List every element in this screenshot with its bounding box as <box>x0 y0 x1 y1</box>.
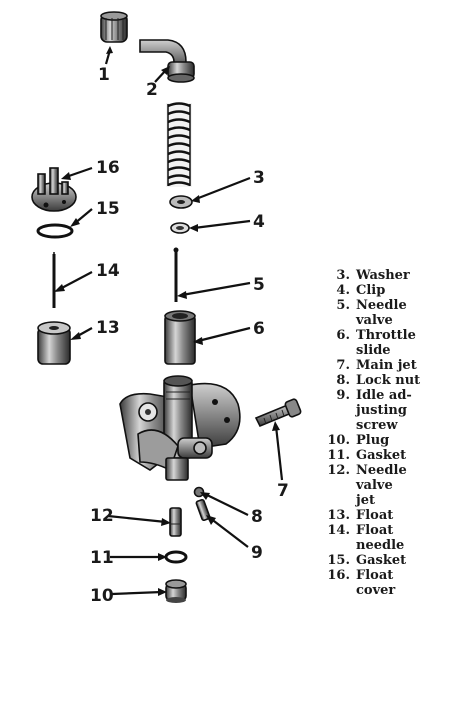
legend-label: Plug <box>356 433 390 448</box>
legend-item: 9. Idle ad- justing screw <box>318 388 456 433</box>
part-10-plug <box>165 579 187 603</box>
callout-2: 2 <box>146 80 158 100</box>
legend-label: Gasket <box>356 553 407 568</box>
legend-number: 8. <box>336 373 350 388</box>
callout-5: 5 <box>253 275 265 295</box>
callout-12: 12 <box>90 506 114 526</box>
legend-label: Clip <box>356 283 386 298</box>
legend-label: Gasket <box>356 448 407 463</box>
legend-item: 13. Float <box>318 508 456 523</box>
legend-item: 5. Needle valve <box>318 298 456 328</box>
leader-lines <box>54 46 284 596</box>
part-4-clip <box>170 222 190 234</box>
legend-item: 3. Washer <box>318 268 456 283</box>
legend-item: 11. Gasket <box>318 448 456 463</box>
callout-16: 16 <box>96 158 120 178</box>
part-6-throttle-slide <box>164 310 196 365</box>
parts-legend: 3. Washer 4. Clip 5. Needle valve 6. Throttl… <box>318 268 456 598</box>
legend-item: 15. Gasket <box>318 553 456 568</box>
legend-label: Float <box>356 508 394 523</box>
legend-label: Washer <box>356 268 410 283</box>
leader-7 <box>274 425 284 481</box>
legend-number: 4. <box>336 283 350 298</box>
leader-16 <box>65 166 93 179</box>
part-16-float-cover <box>31 167 77 212</box>
part-1-cap <box>100 11 128 43</box>
callout-13: 13 <box>96 318 120 338</box>
legend-item: 12. Needle valve jet <box>318 463 456 508</box>
callout-15: 15 <box>96 199 120 219</box>
part-7-main-jet <box>254 398 302 428</box>
part-11-gasket <box>164 550 188 564</box>
callout-6: 6 <box>253 319 265 339</box>
legend-item: 16. Float cover <box>318 568 456 598</box>
legend-number: 5. <box>336 298 350 313</box>
legend-item: 10. Plug <box>318 433 456 448</box>
leader-12 <box>107 514 167 524</box>
legend-label: Needle valve jet <box>356 463 407 508</box>
legend-item: 4. Clip <box>318 283 456 298</box>
callout-9: 9 <box>251 543 263 563</box>
part-13-float <box>37 321 71 365</box>
leader-6 <box>197 326 251 343</box>
spring <box>166 102 192 187</box>
callout-10: 10 <box>90 586 114 606</box>
legend-label: Idle ad- justing screw <box>356 388 412 433</box>
legend-number: 14. <box>327 523 350 538</box>
legend-label: Main jet <box>356 358 417 373</box>
leader-5 <box>181 281 251 297</box>
legend-number: 3. <box>336 268 350 283</box>
legend-item: 6. Throttle slide <box>318 328 456 358</box>
legend-label: Float needle <box>356 523 405 553</box>
part-8-lock-nut <box>193 486 205 498</box>
part-15-gasket <box>36 223 74 239</box>
legend-item: 7. Main jet <box>318 358 456 373</box>
legend-item: 14. Float needle <box>318 523 456 553</box>
legend-label: Lock nut <box>356 373 421 388</box>
part-3-washer <box>169 195 193 209</box>
legend-item: 8. Lock nut <box>318 373 456 388</box>
callout-11: 11 <box>90 548 114 568</box>
callout-7: 7 <box>277 481 289 501</box>
legend-number: 12. <box>327 463 350 478</box>
leader-3 <box>195 176 251 201</box>
callout-labels: 1 2 3 4 5 6 7 8 9 10 11 12 13 14 15 16 <box>90 65 289 606</box>
part-12-needle-valve-jet <box>169 507 182 537</box>
legend-number: 13. <box>327 508 350 523</box>
legend-number: 15. <box>327 553 350 568</box>
leader-8 <box>204 493 249 516</box>
legend-label: Throttle slide <box>356 328 416 358</box>
leader-4 <box>193 219 251 230</box>
leader-14 <box>57 271 93 291</box>
legend-number: 9. <box>336 388 350 403</box>
legend-number: 6. <box>336 328 350 343</box>
leader-9 <box>209 517 249 548</box>
legend-number: 7. <box>336 358 350 373</box>
carburetor-body <box>119 375 241 481</box>
callout-14: 14 <box>96 261 120 281</box>
part-2-elbow-fitting <box>139 39 195 83</box>
leader-10 <box>111 590 163 596</box>
legend-label: Float cover <box>356 568 396 598</box>
legend-number: 10. <box>327 433 350 448</box>
legend-label: Needle valve <box>356 298 407 328</box>
legend-number: 16. <box>327 568 350 583</box>
callout-1: 1 <box>98 65 110 85</box>
legend-number: 11. <box>327 448 350 463</box>
part-5-needle-valve <box>173 247 179 302</box>
callout-3: 3 <box>253 168 265 188</box>
callout-4: 4 <box>253 212 265 232</box>
callout-8: 8 <box>251 507 263 527</box>
